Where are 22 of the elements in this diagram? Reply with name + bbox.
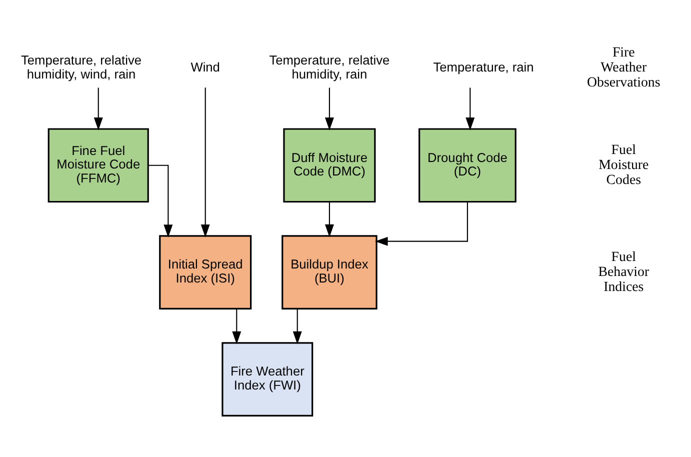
arrow (148, 164, 173, 238)
arrow (374, 202, 468, 246)
label: Fuel Moisture Codes (598, 143, 649, 188)
arrow (94, 88, 103, 130)
node-box: Drought Code (DC) (418, 128, 516, 203)
arrow (466, 88, 475, 130)
arrow (292, 308, 302, 344)
node-box: Initial Spread Index (ISI) (159, 235, 252, 310)
arrow (324, 88, 334, 130)
node-box: Duff Moisture Code (DMC) (283, 128, 376, 203)
node-text: Wind (190, 59, 220, 74)
node-box: Fine Fuel Moisture Code (FFMC) (48, 128, 149, 203)
arrow (232, 308, 242, 344)
label: Fire Weather Observations (587, 46, 660, 91)
node-box: Fire Weather Index (FWI) (222, 342, 314, 417)
arrow (324, 202, 334, 238)
node-text: Temperature, relative humidity, rain (269, 52, 390, 82)
arrow (200, 88, 210, 238)
node-box: Buildup Index (BUI) (282, 235, 378, 310)
node-text: Temperature, relative humidity, wind, rain (21, 52, 142, 82)
node-text: Temperature, rain (433, 59, 534, 74)
label: Fuel Behavior Indices (598, 250, 650, 295)
